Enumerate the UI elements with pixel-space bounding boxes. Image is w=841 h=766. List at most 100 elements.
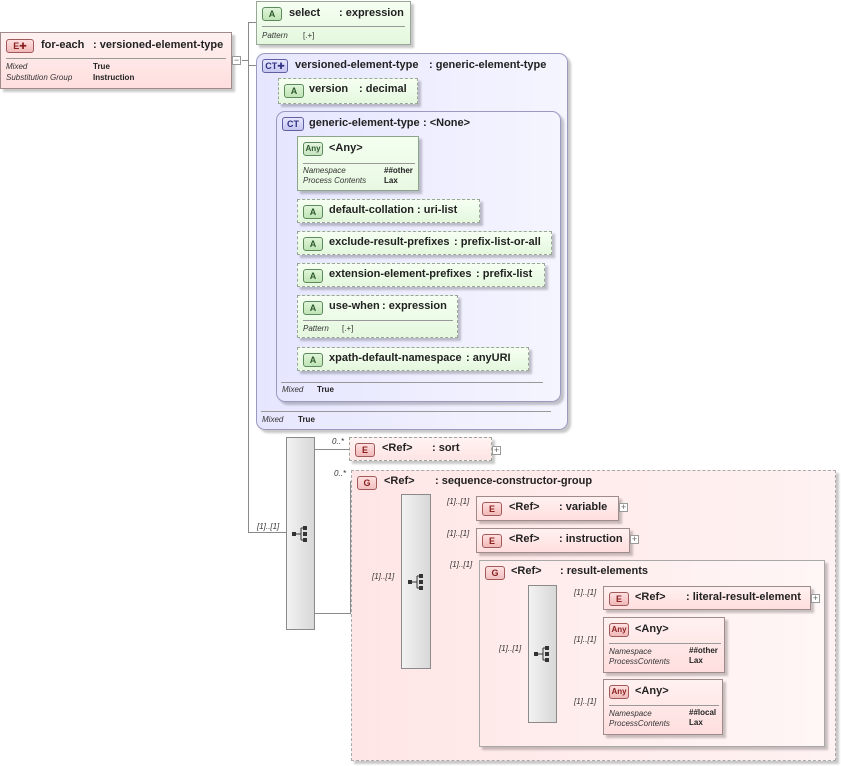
- connector: [248, 22, 249, 533]
- any-wildcard-local[interactable]: Any <Any> Namespace ##local ProcessConte…: [603, 679, 723, 735]
- cardinality: [1]..[1]: [450, 560, 473, 569]
- element-name: for-each: [41, 39, 85, 51]
- any-tag: Any: [609, 623, 629, 637]
- divider: [303, 163, 415, 164]
- pattern-key: Pattern: [303, 324, 329, 333]
- sequence-compositor[interactable]: [286, 437, 315, 630]
- prop-value: True: [93, 62, 110, 71]
- expand-icon: ✚: [19, 41, 27, 51]
- attribute-name: use-when: [329, 300, 380, 312]
- divider: [262, 26, 405, 27]
- attribute-name: exclude-result-prefixes: [329, 236, 450, 248]
- group-tag: G: [357, 476, 377, 490]
- sequence-icon: [534, 646, 549, 662]
- any-name: <Any>: [635, 623, 669, 635]
- ref-label: <Ref>: [509, 533, 540, 545]
- attribute-type: : decimal: [359, 83, 407, 95]
- prop-value: Lax: [689, 656, 703, 665]
- ref-type: : instruction: [559, 533, 623, 545]
- expand-toggle[interactable]: +: [619, 502, 628, 512]
- any-wildcard-other[interactable]: Any <Any> Namespace ##other ProcessConte…: [603, 617, 725, 673]
- ref-type: : literal-result-element: [686, 591, 801, 603]
- sequence-icon: [408, 574, 423, 590]
- connector: [315, 449, 349, 450]
- sequence-compositor[interactable]: [528, 585, 557, 723]
- instruction-ref-element[interactable]: E <Ref> : instruction: [476, 528, 630, 553]
- ct-type: : generic-element-type: [429, 59, 547, 71]
- attribute-type: : uri-list: [417, 204, 458, 216]
- extension-element-prefixes-attribute[interactable]: A extension-element-prefixes : prefix-li…: [297, 263, 545, 287]
- cardinality: 0..*: [332, 437, 345, 446]
- divider: [609, 643, 721, 644]
- pattern-value: [.+]: [342, 324, 354, 333]
- divider: [609, 705, 719, 706]
- prop-key: Mixed: [6, 62, 28, 71]
- ct-name: generic-element-type: [309, 117, 420, 129]
- use-when-attribute[interactable]: A use-when : expression Pattern [.+]: [297, 295, 458, 338]
- for-each-element[interactable]: E✚ for-each : versioned-element-type Mix…: [0, 32, 232, 89]
- prop-value: Instruction: [93, 73, 135, 82]
- expand-toggle[interactable]: +: [811, 593, 820, 603]
- mixed-value: True: [317, 385, 334, 394]
- attribute-type: : prefix-list: [476, 268, 533, 280]
- mixed-value: True: [298, 415, 315, 424]
- variable-ref-element[interactable]: E <Ref> : variable: [476, 496, 619, 521]
- exclude-result-prefixes-attribute[interactable]: A exclude-result-prefixes : prefix-list-…: [297, 231, 552, 255]
- cardinality: 0..*: [334, 469, 347, 478]
- any-wildcard[interactable]: Any <Any> Namespace ##other Process Cont…: [297, 136, 419, 191]
- connector: [315, 613, 351, 614]
- select-attribute[interactable]: A select : expression Pattern [.+]: [256, 1, 411, 45]
- prop-key: Process Contents: [303, 176, 367, 185]
- attribute-tag: A: [303, 205, 323, 219]
- attribute-name: default-collation: [329, 204, 414, 216]
- cardinality: [1]..[1]: [372, 572, 395, 581]
- element-tag: E: [482, 502, 502, 516]
- expand-toggle[interactable]: +: [630, 534, 639, 544]
- attribute-type: : expression: [382, 300, 447, 312]
- any-tag: Any: [303, 142, 323, 156]
- group-tag: G: [485, 566, 505, 580]
- default-collation-attribute[interactable]: A default-collation : uri-list: [297, 199, 480, 223]
- attribute-tag: A: [303, 353, 323, 367]
- prop-key: ProcessContents: [609, 719, 670, 728]
- pattern-value: [.+]: [303, 31, 315, 40]
- prop-value: Lax: [689, 718, 703, 727]
- ref-label: <Ref>: [382, 442, 413, 454]
- ref-label: <Ref>: [384, 475, 415, 487]
- ct-type: : <None>: [423, 117, 471, 129]
- attribute-tag: A: [284, 84, 304, 98]
- any-name: <Any>: [329, 142, 363, 154]
- cardinality: [1]..[1]: [447, 529, 470, 538]
- connector: [242, 60, 249, 61]
- element-tag: E✚: [6, 39, 34, 53]
- version-attribute[interactable]: A version : decimal: [278, 78, 418, 104]
- cardinality: [1]..[1]: [447, 497, 470, 506]
- sort-ref-element[interactable]: E <Ref> : sort: [349, 437, 492, 461]
- sequence-icon: [292, 526, 307, 542]
- attribute-name: extension-element-prefixes: [329, 268, 472, 280]
- prop-key: Namespace: [609, 709, 652, 718]
- element-tag: E: [355, 443, 375, 457]
- cardinality: [1]..[1]: [257, 522, 280, 531]
- sequence-compositor[interactable]: [401, 494, 431, 669]
- element-tag: E: [609, 592, 629, 606]
- collapse-toggle[interactable]: −: [232, 55, 241, 65]
- literal-result-element-ref[interactable]: E <Ref> : literal-result-element: [603, 586, 811, 610]
- connector: [248, 65, 258, 66]
- complex-type-tag: CT✚: [262, 59, 288, 73]
- ref-label: <Ref>: [635, 591, 666, 603]
- ref-type: : result-elements: [560, 565, 649, 577]
- any-tag: Any: [609, 685, 629, 699]
- ref-type: : variable: [559, 501, 608, 513]
- attribute-tag: A: [303, 237, 323, 251]
- prop-value: ##other: [689, 646, 718, 655]
- attribute-type: : expression: [339, 7, 404, 19]
- xpath-default-namespace-attribute[interactable]: A xpath-default-namespace : anyURI: [297, 347, 529, 371]
- cardinality: [1]..[1]: [574, 635, 597, 644]
- attribute-tag: A: [262, 7, 282, 21]
- divider: [303, 320, 453, 321]
- cardinality: [1]..[1]: [499, 644, 522, 653]
- prop-key: Substitution Group: [6, 73, 73, 82]
- pattern-key: Pattern: [262, 31, 288, 40]
- expand-toggle[interactable]: +: [492, 445, 501, 455]
